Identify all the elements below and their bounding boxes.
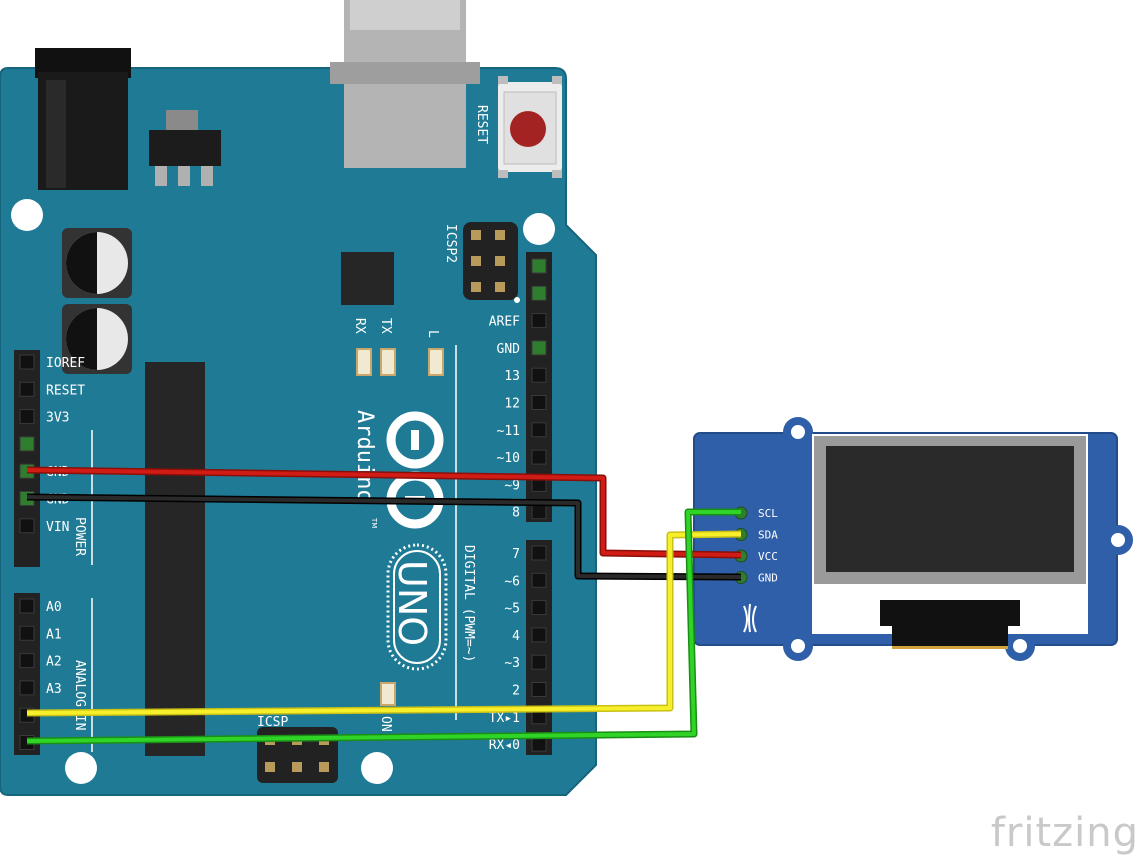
- digital-pin-label: ~5: [504, 602, 520, 617]
- l-label: L: [425, 330, 440, 338]
- digital-pin-label: ~10: [497, 451, 520, 466]
- mounting-hole: [523, 213, 555, 245]
- analog-pin-label: A3: [46, 682, 62, 697]
- analog-pin: [19, 625, 35, 641]
- on-led: [380, 682, 396, 706]
- digital-pin: [531, 682, 547, 697]
- digital-section-label: DIGITAL (PWM=~): [461, 545, 476, 662]
- oled-pin-label: GND: [758, 572, 778, 585]
- digital-pin: [531, 627, 547, 643]
- oled-screen: [826, 446, 1074, 572]
- on-label: ON: [378, 716, 393, 732]
- analog-pin-label: A1: [46, 627, 62, 642]
- tm-label: TM: [370, 517, 378, 528]
- digital-pin: [531, 285, 547, 301]
- reset-label: RESET: [474, 105, 489, 144]
- analog-pin: [19, 653, 35, 669]
- mounting-hole: [11, 199, 43, 231]
- analog-pin: [19, 680, 35, 696]
- icsp-label: ICSP: [257, 715, 288, 730]
- power-pin-label: VIN: [46, 520, 69, 535]
- power-pin: [19, 436, 35, 452]
- icsp2-label: ICSP2: [443, 224, 458, 263]
- digital-pin-label: 12: [504, 397, 520, 412]
- digital-pin: [531, 258, 547, 274]
- arduino-board: RESET: [0, 0, 597, 796]
- grove-logo-icon: [743, 603, 757, 633]
- analog-pin-label: A0: [46, 600, 62, 615]
- oled-module: SCL SDA VCC GND: [693, 417, 1133, 661]
- analog-pin-label: A2: [46, 655, 62, 670]
- brand-label: Arduino: [352, 410, 377, 503]
- digital-pin-label: RX◂0: [489, 738, 520, 753]
- digital-pin-label: 8: [512, 506, 520, 521]
- power-pin: [19, 518, 35, 534]
- icsp2-header: [463, 222, 520, 303]
- digital-pin: [531, 545, 547, 561]
- digital-pin-label: 7: [512, 547, 520, 562]
- power-pin-label: 3V3: [46, 411, 69, 426]
- power-jack: [35, 48, 131, 190]
- tx-label: TX: [378, 318, 393, 334]
- power-pin: [19, 354, 35, 370]
- analog-section-label: ANALOG IN: [72, 660, 87, 730]
- capacitor: [62, 228, 132, 298]
- power-pin-label: IOREF: [46, 356, 85, 371]
- digital-pin-label: ~6: [504, 574, 520, 589]
- digital-pin-label: TX▸1: [489, 711, 520, 726]
- digital-pin-label: ~3: [504, 656, 520, 671]
- digital-pin: [531, 367, 547, 383]
- digital-pin-label: GND: [497, 342, 521, 357]
- digital-pin-label: 2: [512, 684, 520, 699]
- digital-pin: [531, 449, 547, 465]
- oled-pin-label: SCL: [758, 507, 778, 520]
- usb-chip: [341, 252, 394, 305]
- digital-pin-label: 4: [512, 629, 520, 644]
- mounting-hole: [65, 752, 97, 784]
- power-pin: [19, 381, 35, 397]
- capacitor: [62, 304, 132, 374]
- fritzing-watermark: fritzing: [990, 810, 1139, 856]
- digital-pin: [531, 504, 547, 520]
- digital-pin-label: ~11: [497, 424, 520, 439]
- digital-pin: [531, 313, 547, 329]
- model-label: UNO: [390, 560, 434, 646]
- wires: [26, 466, 742, 745]
- digital-pin-label: 13: [504, 369, 520, 384]
- rx-label: RX: [352, 318, 367, 334]
- l-led: [428, 348, 444, 376]
- oled-pin-label: SDA: [758, 529, 778, 542]
- digital-pin: [531, 340, 547, 356]
- digital-pin-label: ~9: [504, 478, 520, 493]
- digital-pin: [531, 572, 547, 588]
- analog-header: [14, 593, 40, 755]
- digital-pin: [531, 600, 547, 616]
- oled-ribbon: [880, 600, 1020, 626]
- uno-badge: [386, 543, 448, 671]
- reset-button[interactable]: [498, 76, 562, 178]
- digital-pin: [531, 395, 547, 410]
- power-section-label: POWER: [72, 517, 87, 556]
- mounting-hole: [361, 752, 393, 784]
- voltage-regulator: [149, 110, 221, 186]
- analog-pin: [19, 598, 35, 614]
- power-pin-label: RESET: [46, 383, 85, 398]
- tx-led: [380, 348, 396, 376]
- digital-pin: [531, 736, 547, 752]
- digital-pin: [531, 422, 547, 438]
- usb-connector: [330, 0, 480, 168]
- digital-pin-label: AREF: [489, 315, 520, 330]
- digital-pin: [531, 654, 547, 670]
- rx-led: [356, 348, 372, 376]
- microcontroller-chip: [145, 362, 205, 756]
- power-pin: [19, 409, 35, 425]
- oled-pin-label: VCC: [758, 550, 778, 563]
